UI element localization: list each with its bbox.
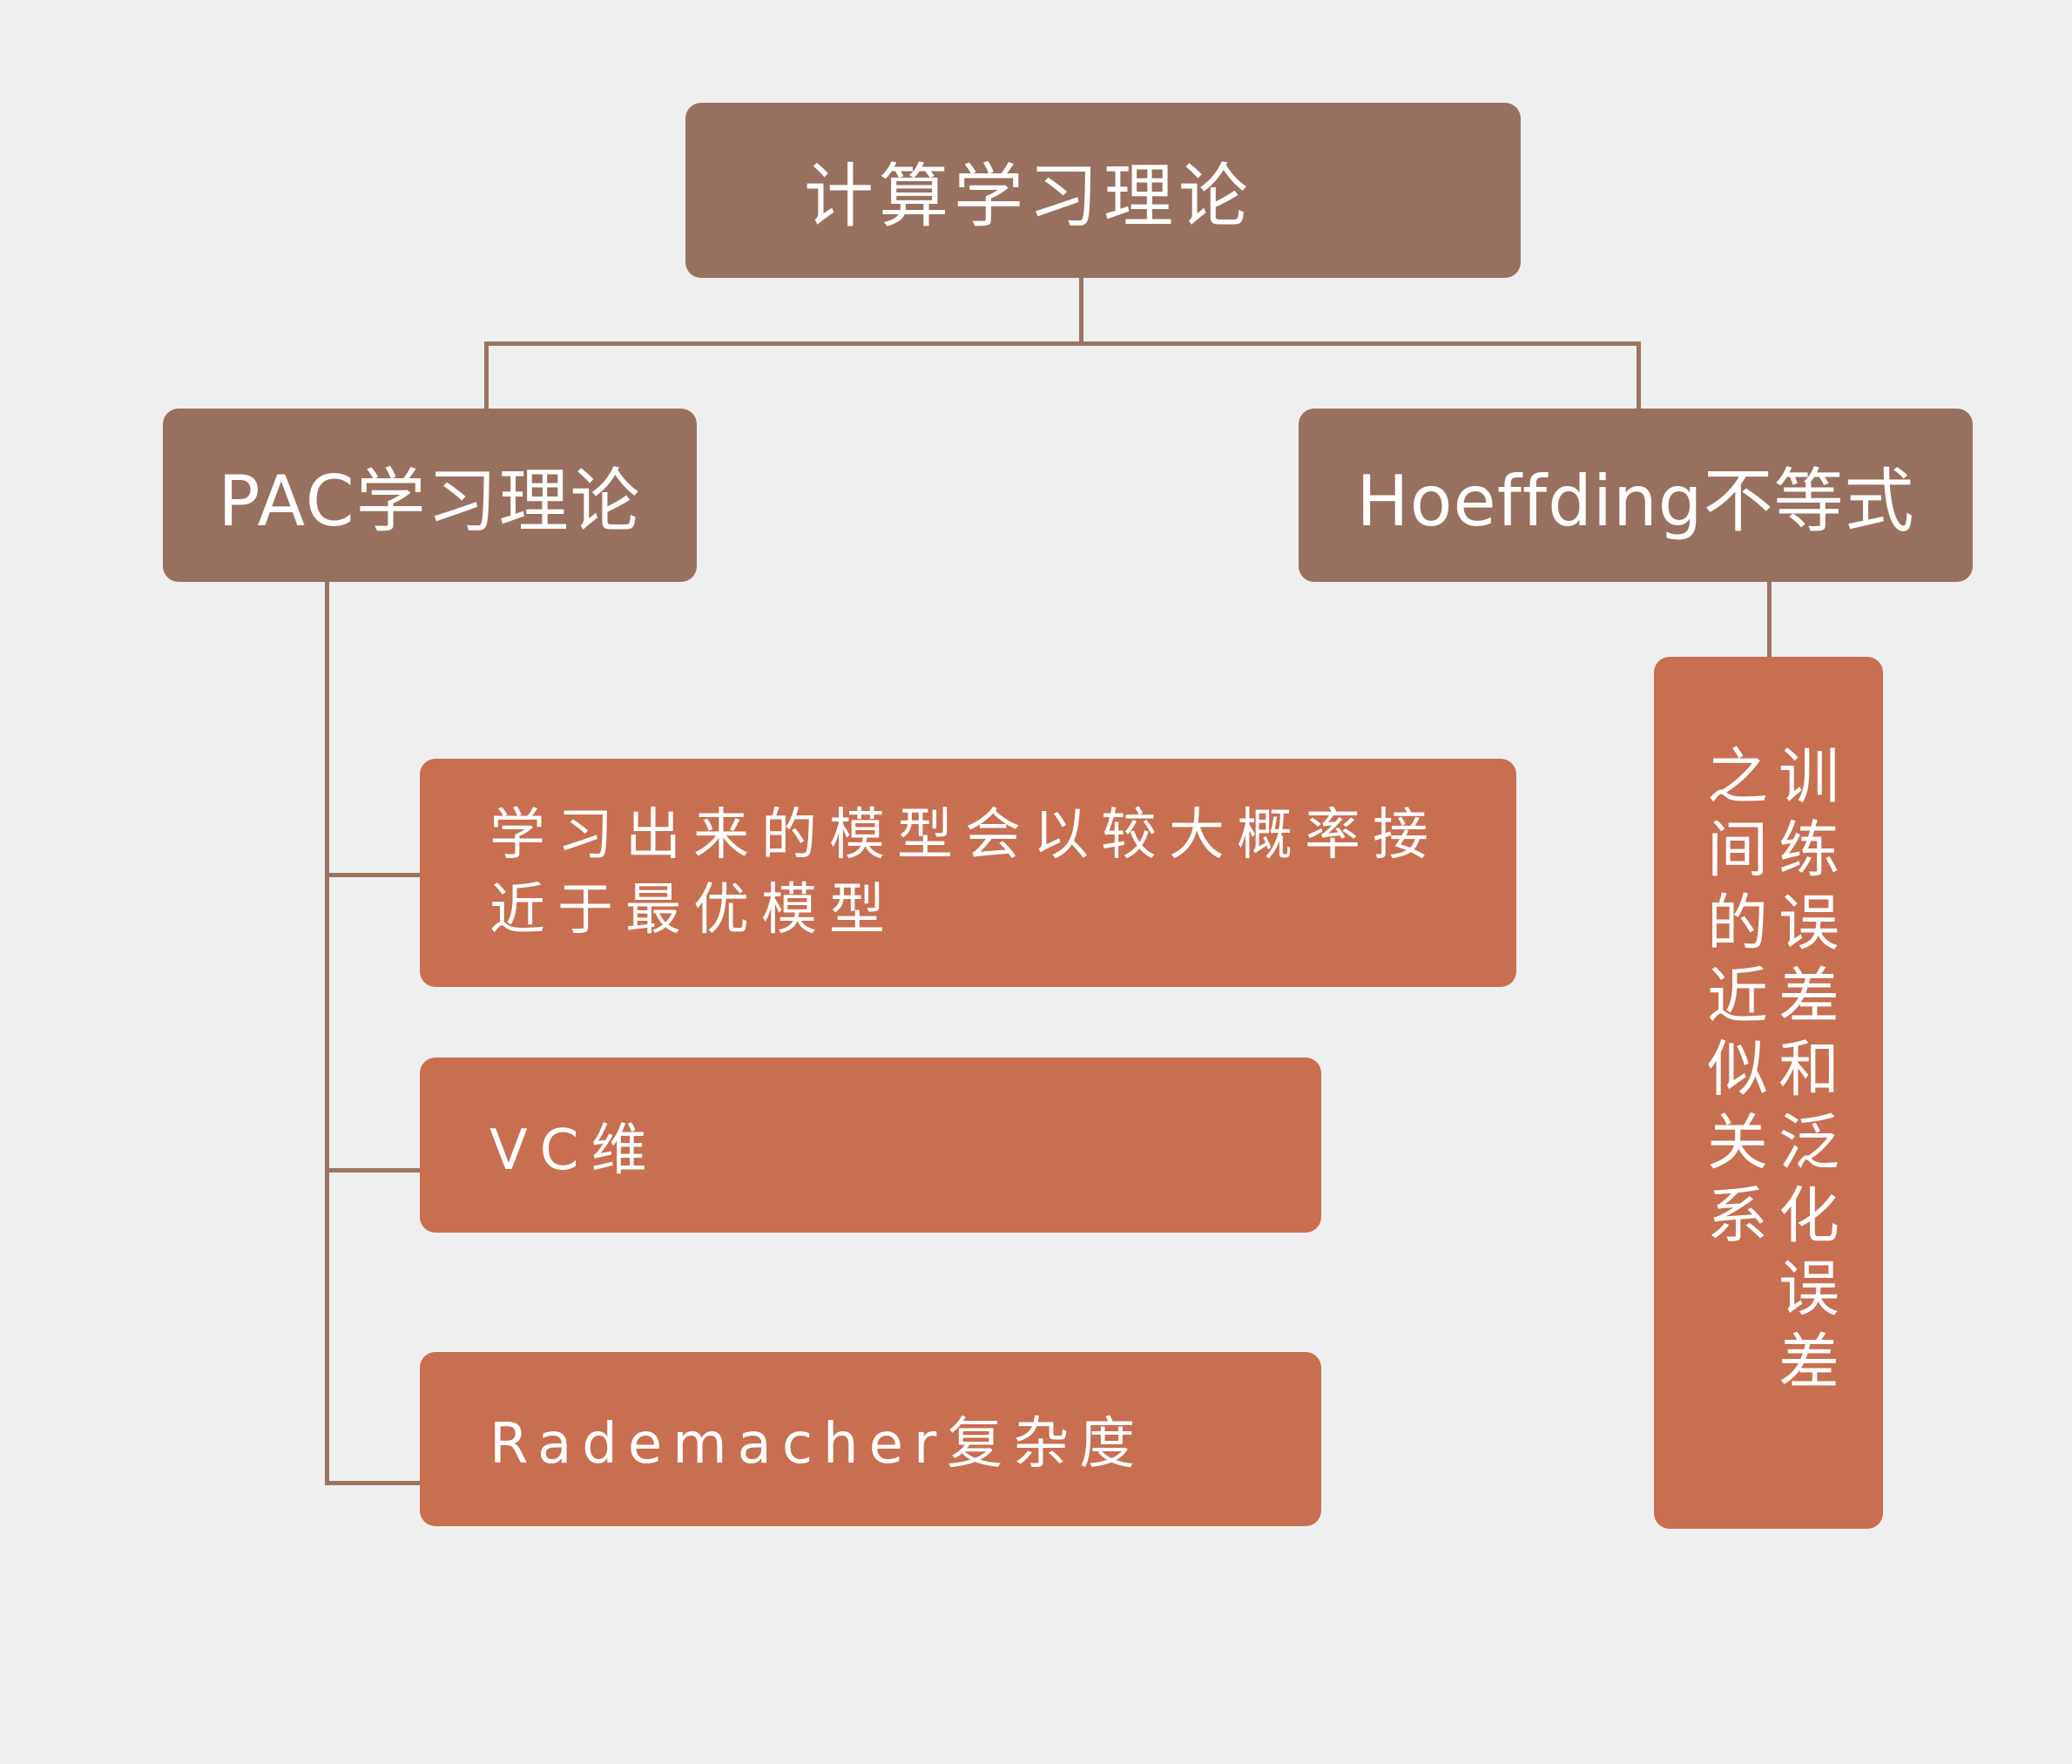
connector-pac-trunk (325, 582, 329, 1485)
connector-pac-child-2 (325, 1168, 421, 1173)
connector-to-pac (484, 341, 489, 409)
leaf-node-vc-dimension[interactable]: VC维 (420, 1058, 1321, 1233)
leaf-node-pac-definition-label: 学习出来的模型会以较大概率接近于最优模型 (489, 803, 1441, 943)
connector-horizontal (484, 341, 1641, 346)
leaf-node-vc-dimension-label: VC维 (489, 1118, 659, 1183)
leaf-node-pac-definition[interactable]: 学习出来的模型会以较大概率接近于最优模型 (420, 759, 1516, 987)
branch-node-hoeffding[interactable]: Hoeffding不等式 (1299, 409, 1973, 582)
connector-pac-child-3 (325, 1481, 421, 1485)
branch-node-pac[interactable]: PAC学习理论 (163, 409, 697, 582)
connector-to-hoeffding (1637, 341, 1641, 409)
branch-node-pac-label: PAC学习理论 (218, 460, 642, 542)
connector-root-down (1079, 278, 1083, 345)
connector-pac-child-1 (325, 873, 421, 877)
connector-hoeffding-child (1767, 582, 1772, 658)
root-node-label: 计算学习理论 (804, 155, 1253, 237)
leaf-node-hoeffding-relation-label: 训练误差和泛化误差之间的近似关系 (1697, 744, 1840, 1402)
branch-node-hoeffding-label: Hoeffding不等式 (1356, 460, 1915, 542)
leaf-node-hoeffding-relation[interactable]: 训练误差和泛化误差之间的近似关系 (1654, 657, 1883, 1529)
leaf-node-rademacher-label: Rademacher复杂度 (489, 1412, 1146, 1477)
root-node[interactable]: 计算学习理论 (685, 103, 1521, 278)
leaf-node-rademacher[interactable]: Rademacher复杂度 (420, 1352, 1321, 1526)
